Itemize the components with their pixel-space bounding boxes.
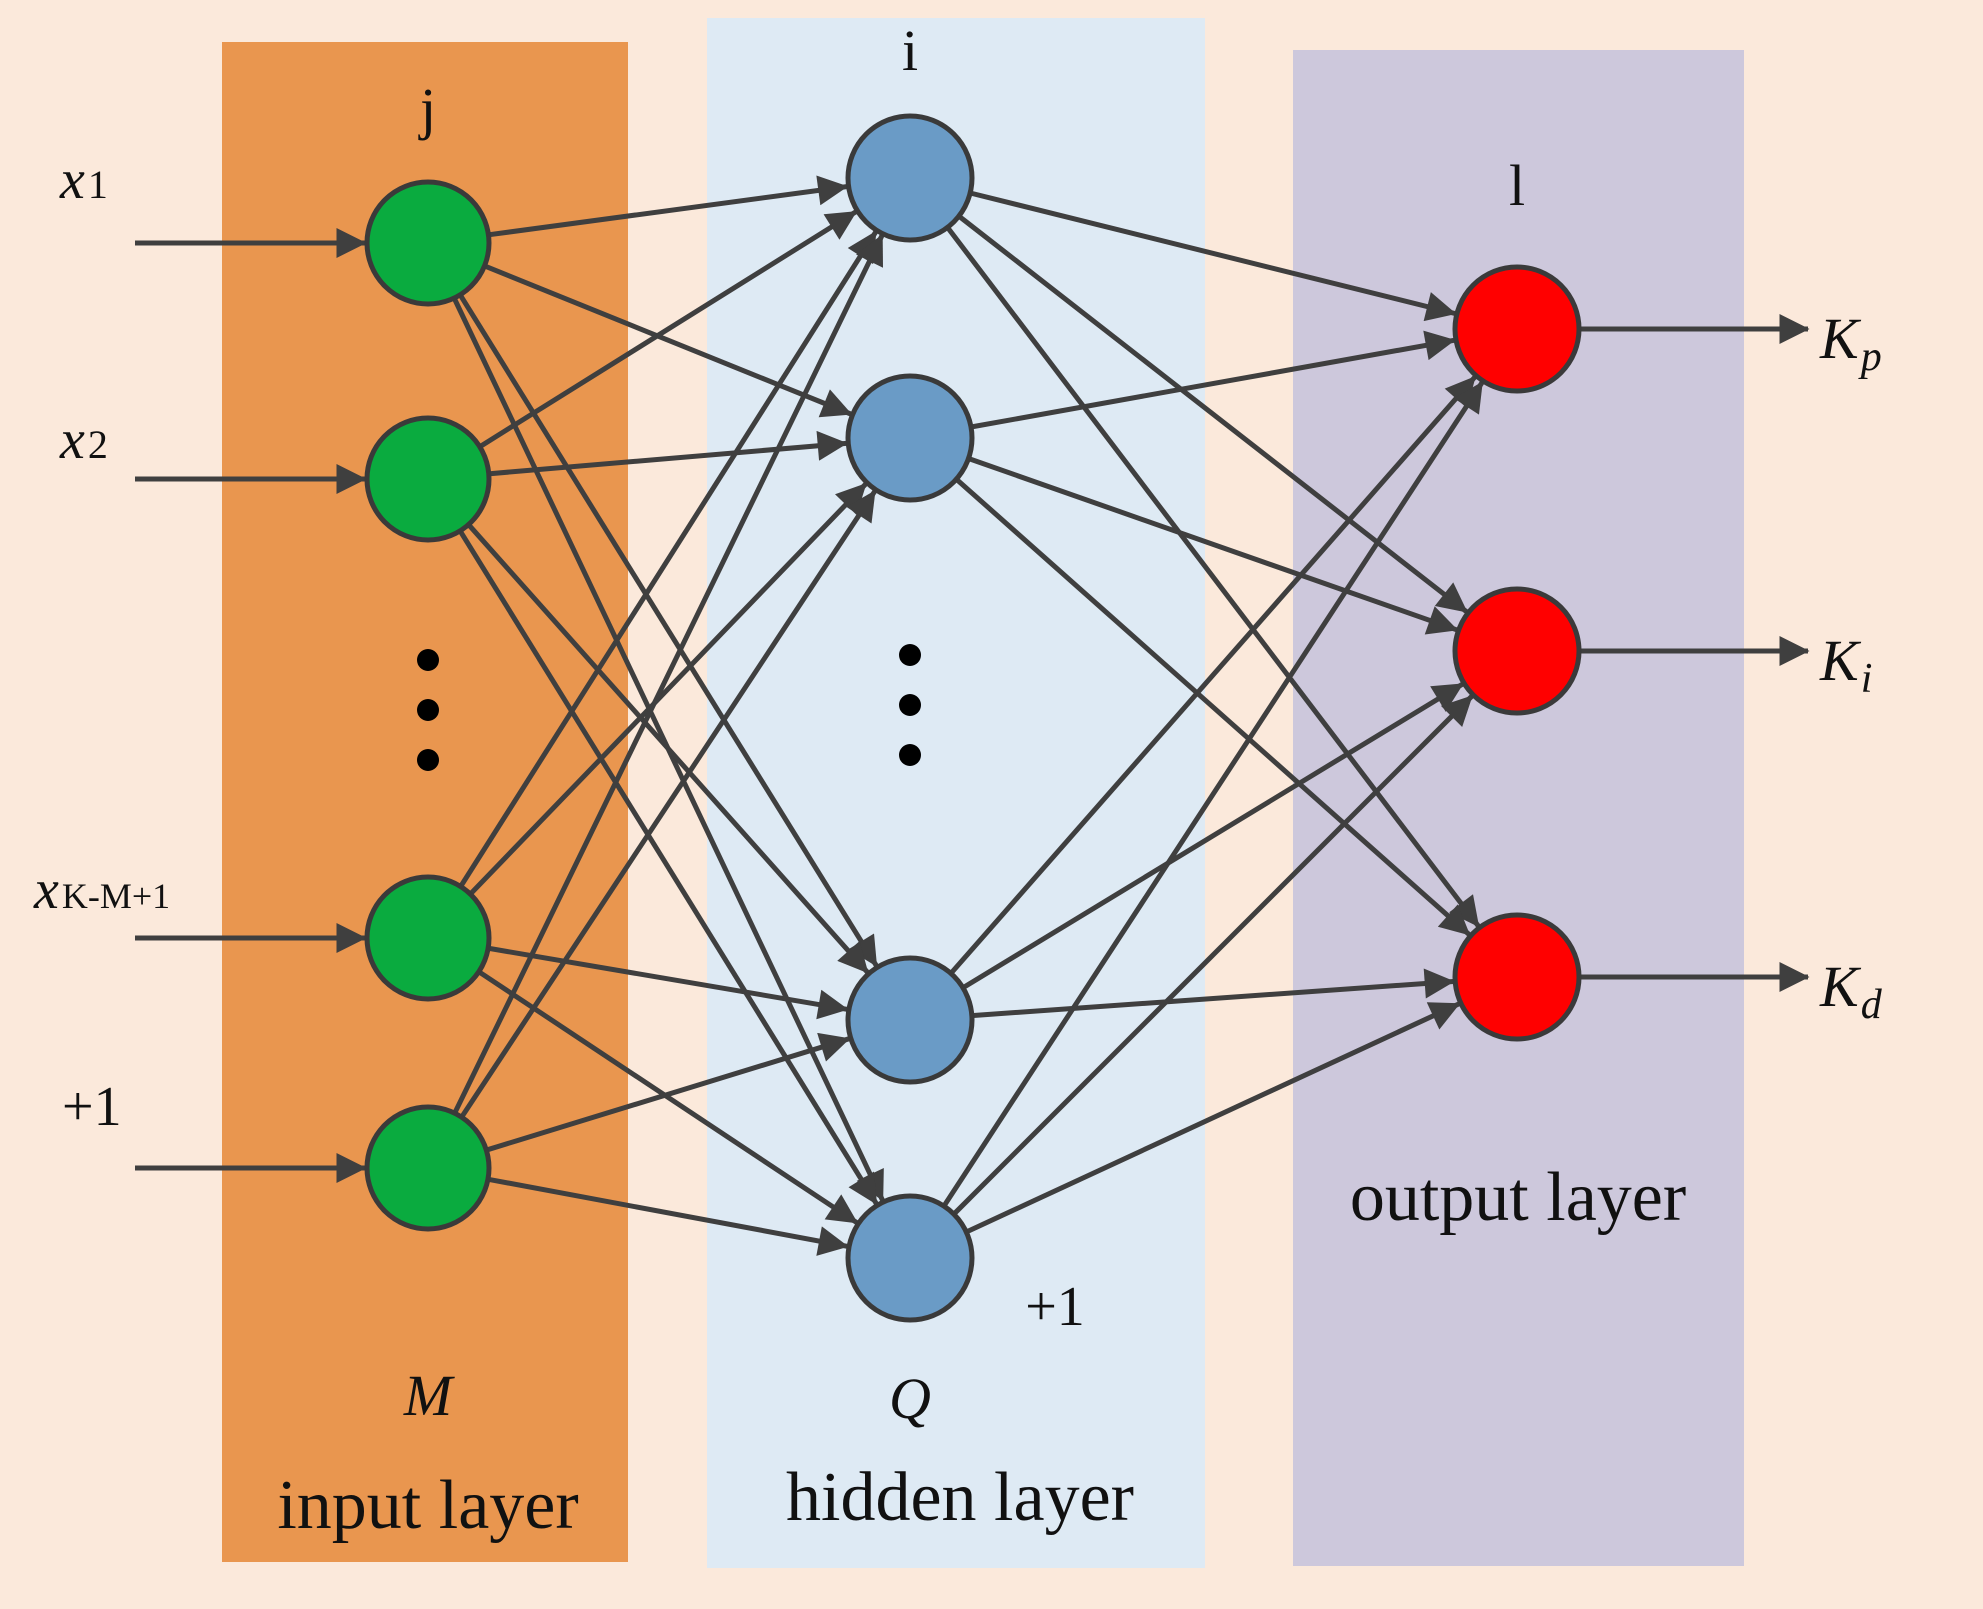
edge-in2-hid3 bbox=[467, 523, 870, 974]
input-label-xkm1: xK-M+1 bbox=[33, 859, 170, 921]
output-layer-title: output layer bbox=[1350, 1159, 1686, 1236]
hidden-node-3 bbox=[845, 955, 975, 1085]
hidden-node-bias bbox=[845, 1193, 975, 1323]
edge-hid3-out1 bbox=[949, 375, 1477, 976]
edge-hid2-out2 bbox=[967, 456, 1459, 635]
edge-in1-hid3 bbox=[458, 294, 879, 967]
input-node-3 bbox=[364, 874, 492, 1002]
input-node-2 bbox=[364, 415, 492, 543]
connection-arrows bbox=[135, 175, 1810, 1256]
output-node-kd bbox=[1452, 912, 1582, 1042]
edge-hid1-out2 bbox=[957, 214, 1469, 614]
edge-hid4-out2 bbox=[952, 694, 1474, 1216]
edge-in3-hid1 bbox=[459, 230, 878, 887]
hidden-ellipsis-icon bbox=[899, 644, 921, 766]
edge-hid1-out3 bbox=[945, 225, 1481, 928]
edge-in1-hid1 bbox=[489, 175, 849, 238]
edge-in3-hid2 bbox=[469, 482, 868, 896]
edge-hid3-out3 bbox=[971, 968, 1455, 1019]
edge-in4-hid3 bbox=[486, 1032, 851, 1153]
edge-hid2-out3 bbox=[954, 477, 1471, 937]
edge-in4-hid1 bbox=[452, 234, 885, 1114]
output-label-kd: Kd bbox=[1819, 954, 1883, 1028]
edge-in2-hid2 bbox=[489, 430, 848, 477]
input-node-bias bbox=[364, 1104, 492, 1232]
edge-in3-hid3 bbox=[488, 945, 849, 1020]
output-node-kp bbox=[1452, 264, 1582, 394]
hidden-node-1 bbox=[845, 113, 975, 243]
edge-in2-hid4 bbox=[458, 530, 879, 1205]
input-index-label: j bbox=[418, 76, 436, 141]
output-label-ki: Ki bbox=[1819, 628, 1872, 702]
edge-in3-hid4 bbox=[478, 970, 859, 1225]
edge-in4-hid2 bbox=[460, 490, 877, 1118]
edge-hid4-out1 bbox=[941, 381, 1485, 1208]
input-layer-title: input layer bbox=[277, 1467, 578, 1544]
output-index-label: l bbox=[1509, 153, 1525, 218]
input-size-label: M bbox=[403, 1363, 455, 1428]
hidden-layer-band bbox=[707, 18, 1205, 1568]
hidden-layer-title: hidden layer bbox=[786, 1459, 1134, 1536]
input-label-x1: x1 bbox=[59, 149, 108, 211]
edge-hid3-out2 bbox=[961, 682, 1464, 990]
output-nodes bbox=[1452, 264, 1582, 1042]
input-label-bias: +1 bbox=[62, 1076, 122, 1138]
edge-hid4-out3 bbox=[965, 1001, 1461, 1235]
hidden-nodes bbox=[845, 113, 975, 1323]
input-nodes bbox=[364, 179, 492, 1232]
edge-in4-hid4 bbox=[488, 1176, 849, 1256]
hidden-index-label: i bbox=[902, 18, 918, 83]
hidden-node-2 bbox=[845, 373, 975, 503]
hidden-bias-label: +1 bbox=[1025, 1276, 1085, 1338]
edge-in2-hid1 bbox=[479, 209, 858, 449]
edge-hid1-out1 bbox=[969, 190, 1457, 322]
input-label-x2: x2 bbox=[59, 409, 108, 471]
edge-hid2-out1 bbox=[970, 330, 1456, 430]
output-node-ki bbox=[1452, 586, 1582, 716]
output-label-kp: Kp bbox=[1819, 306, 1882, 380]
input-ellipsis-icon bbox=[417, 649, 439, 771]
hidden-size-label: Q bbox=[889, 1366, 931, 1431]
input-node-1 bbox=[364, 179, 492, 307]
edge-in1-hid2 bbox=[484, 263, 853, 418]
